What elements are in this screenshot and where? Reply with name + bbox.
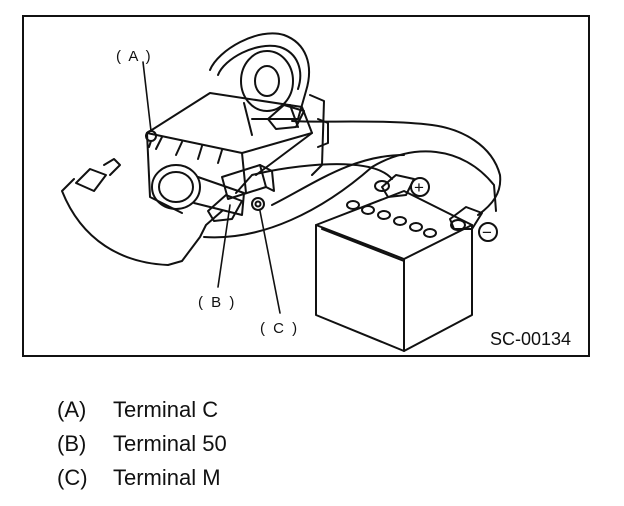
battery (315, 180, 473, 352)
positive-sign-label: + (414, 178, 424, 197)
legend-label: Terminal 50 (113, 431, 227, 456)
legend-key: (A) (57, 397, 87, 422)
callout-b: ( B ) (198, 294, 236, 311)
starter-test-diagram: ( A ) ( B ) ( C ) + − SC-00134 (22, 15, 590, 357)
legend-label: Terminal M (113, 465, 221, 490)
figure-code: SC-00134 (490, 329, 571, 349)
callout-leaders (142, 61, 281, 314)
legend: (A) Terminal C (B) Terminal 50 (C) Termi… (57, 393, 227, 495)
negative-sign (478, 222, 498, 242)
alligator-clips (75, 104, 483, 230)
diagram-svg: ( A ) ( B ) ( C ) + − SC-00134 (22, 15, 590, 357)
legend-row-a: (A) Terminal C (57, 393, 227, 427)
legend-key: (C) (57, 465, 88, 490)
negative-sign-label: − (482, 223, 492, 242)
figure-frame (22, 15, 590, 357)
test-leads (61, 120, 502, 266)
magnetic-switch (221, 164, 275, 200)
legend-row-b: (B) Terminal 50 (57, 427, 227, 461)
legend-label: Terminal C (113, 397, 219, 422)
terminal-m (251, 197, 265, 211)
legend-row-c: (C) Terminal M (57, 461, 227, 495)
callout-a: ( A ) (116, 48, 153, 65)
callout-c: ( C ) (260, 320, 299, 337)
legend-key: (B) (57, 431, 87, 456)
starter-motor (146, 32, 329, 216)
